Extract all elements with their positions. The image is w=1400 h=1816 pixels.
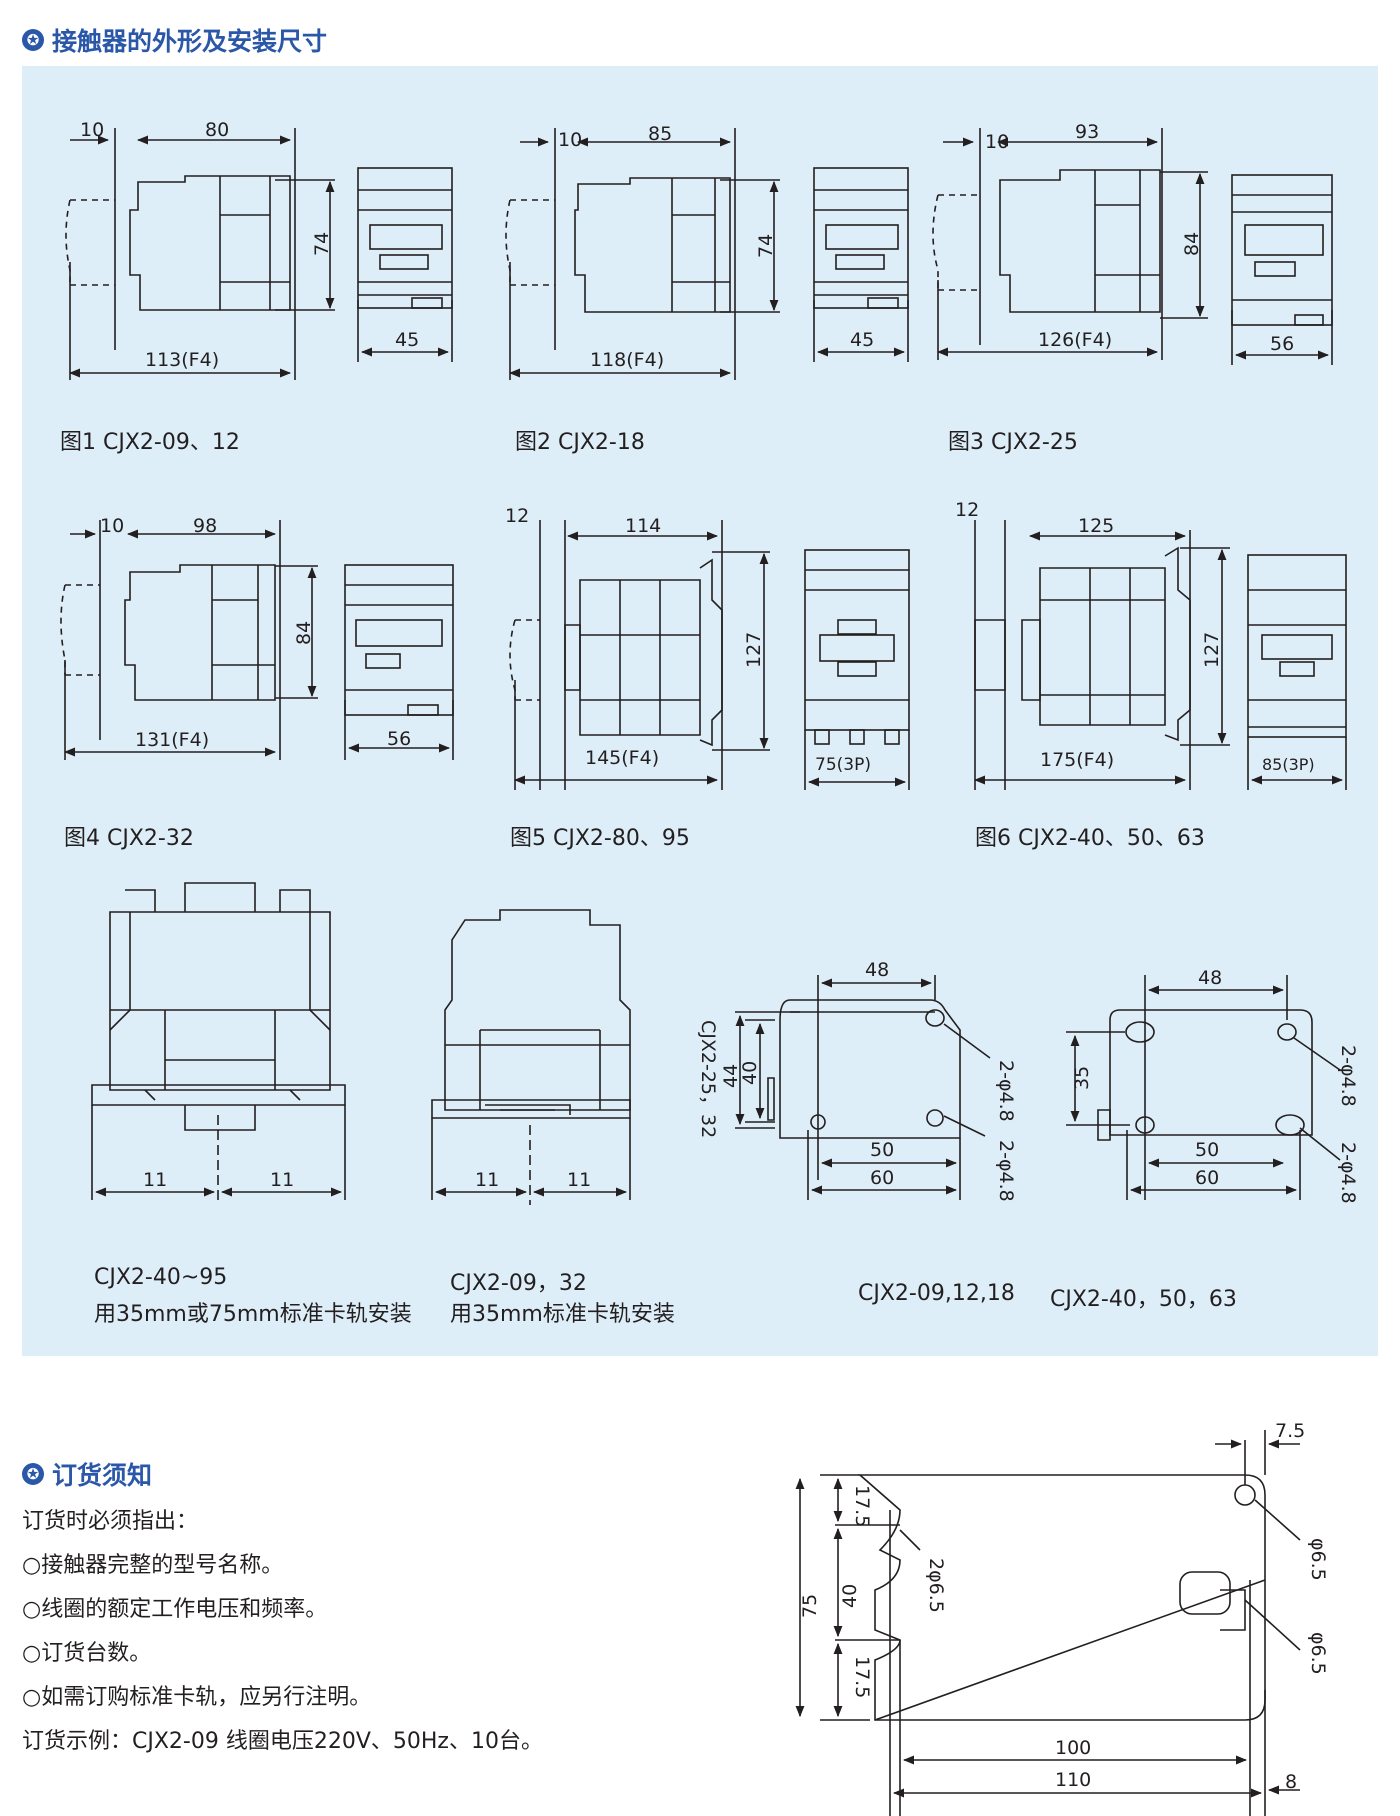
fig3-dim-56: 56 — [1270, 333, 1294, 355]
bracket-dim-7-5: 7.5 — [1275, 1420, 1305, 1442]
bracket-phi-2: φ6.5 — [1307, 1632, 1329, 1675]
bracket-drawing — [795, 1430, 1301, 1816]
rail2-dim-11b: 11 — [567, 1169, 591, 1191]
fig1-dim-113: 113(F4) — [145, 349, 219, 371]
fig6-dim-175: 175(F4) — [1040, 749, 1114, 771]
fig1-dim-10: 10 — [80, 119, 104, 141]
mount1-dim-44: 44 — [720, 1064, 742, 1088]
rail1-dim-11a: 11 — [143, 1169, 167, 1191]
rail1-caption-line1: CJX2-40~95 — [94, 1265, 228, 1290]
fig6-dim-85: 85(3P) — [1262, 755, 1315, 774]
mount1-drawing — [735, 975, 991, 1200]
fig6-dim-125: 125 — [1078, 515, 1114, 537]
fig5-dim-114: 114 — [625, 515, 661, 537]
rail1-dim-11b: 11 — [270, 1169, 294, 1191]
bracket-dim-2phi: 2φ6.5 — [925, 1558, 947, 1613]
mount1-side-label: CJX2-25，32 — [697, 1020, 719, 1138]
rail2-caption-line2: 用35mm标准卡轨安装 — [450, 1302, 675, 1327]
order-line: ○如需订购标准卡轨，应另行注明。 — [22, 1685, 372, 1710]
order-line: ○接触器完整的型号名称。 — [22, 1553, 284, 1578]
rail1-drawing — [91, 882, 346, 1205]
mount2-caption: CJX2-40，50，63 — [1050, 1287, 1237, 1312]
bracket-dim-8: 8 — [1285, 1771, 1297, 1793]
bracket-dim-110: 110 — [1055, 1769, 1091, 1791]
fig5-dim-12: 12 — [505, 505, 529, 527]
section-title-dimensions: ✪ 接触器的外形及安装尺寸 — [22, 22, 327, 58]
fig2-dim-45: 45 — [850, 329, 874, 351]
star-icon: ✪ — [22, 1463, 44, 1485]
section-title-text: 订货须知 — [52, 1461, 153, 1490]
fig5-dim-127: 127 — [743, 632, 765, 668]
fig3-caption: 图3 CJX2-25 — [948, 430, 1078, 455]
mount1-hole-1: 2-φ4.8 — [995, 1060, 1017, 1122]
fig2-dim-74: 74 — [755, 234, 777, 258]
fig4-dim-56: 56 — [387, 728, 411, 750]
mount1-caption: CJX2-09,12,18 — [858, 1281, 1015, 1306]
fig1-caption: 图1 CJX2-09、12 — [60, 430, 240, 455]
fig6-dim-12: 12 — [955, 499, 979, 521]
rail2-drawing — [431, 909, 631, 1205]
rail1-caption-line2: 用35mm或75mm标准卡轨安装 — [94, 1302, 412, 1327]
fig5-drawing — [509, 520, 910, 790]
fig2-drawing — [505, 128, 909, 380]
star-icon: ✪ — [22, 29, 44, 51]
mount2-drawing — [1066, 975, 1341, 1200]
fig4-dim-98: 98 — [193, 515, 217, 537]
mount1-dim-50: 50 — [870, 1139, 894, 1161]
fig2-caption: 图2 CJX2-18 — [515, 430, 645, 455]
bracket-phi-1: φ6.5 — [1307, 1538, 1329, 1581]
fig3-dim-93: 93 — [1075, 121, 1099, 143]
order-notes: 订货时必须指出： ○接触器完整的型号名称。 ○线圈的额定工作电压和频率。 ○订货… — [22, 1508, 722, 1772]
order-line: ○订货台数。 — [22, 1641, 152, 1666]
fig4-dim-131: 131(F4) — [135, 729, 209, 751]
mount1-dim-40: 40 — [739, 1061, 761, 1085]
rail2-dim-11a: 11 — [475, 1169, 499, 1191]
fig5-caption: 图5 CJX2-80、95 — [510, 826, 690, 851]
fig2-dim-85: 85 — [648, 123, 672, 145]
mount2-dim-50: 50 — [1195, 1139, 1219, 1161]
rail2-caption-line1: CJX2-09，32 — [450, 1271, 587, 1296]
fig4-caption: 图4 CJX2-32 — [64, 826, 194, 851]
order-line: ○线圈的额定工作电压和频率。 — [22, 1597, 328, 1622]
fig1-dim-80: 80 — [205, 119, 229, 141]
mount1-hole-2: 2-φ4.8 — [995, 1140, 1017, 1202]
mount1-dim-60: 60 — [870, 1167, 894, 1189]
mount2-dim-60: 60 — [1195, 1167, 1219, 1189]
fig5-dim-75: 75(3P) — [815, 755, 871, 775]
fig6-caption: 图6 CJX2-40、50、63 — [975, 826, 1205, 851]
fig4-dim-84: 84 — [293, 621, 315, 645]
bracket-dim-40: 40 — [839, 1584, 861, 1608]
bracket-dim-17-5a: 17.5 — [851, 1485, 873, 1527]
fig3-dim-126: 126(F4) — [1038, 329, 1112, 351]
fig3-dim-10: 10 — [985, 131, 1009, 153]
mount2-dim-35: 35 — [1071, 1066, 1093, 1090]
mount2-dim-48: 48 — [1198, 967, 1222, 989]
fig2-dim-118: 118(F4) — [590, 349, 664, 371]
fig6-dim-127: 127 — [1201, 632, 1223, 668]
fig3-dim-84: 84 — [1181, 232, 1203, 256]
bracket-dim-100: 100 — [1055, 1737, 1091, 1759]
order-line: 订货时必须指出： — [22, 1509, 199, 1534]
section-title-ordering: ✪ 订货须知 — [22, 1456, 152, 1492]
fig3-drawing — [932, 128, 1333, 365]
mount1-dim-48: 48 — [865, 959, 889, 981]
fig1-drawing — [65, 128, 453, 380]
fig1-dim-74: 74 — [311, 232, 333, 256]
section-title-text: 接触器的外形及安装尺寸 — [52, 27, 328, 56]
fig4-dim-10: 10 — [100, 515, 124, 537]
fig6-drawing — [973, 520, 1347, 790]
bracket-dim-75: 75 — [799, 1594, 821, 1618]
bracket-dim-17-5b: 17.5 — [851, 1656, 873, 1698]
fig1-dim-45: 45 — [395, 329, 419, 351]
fig2-dim-10: 10 — [558, 129, 582, 151]
order-line: 订货示例：CJX2-09 线圈电压220V、50Hz、10台。 — [22, 1729, 543, 1754]
fig5-dim-145: 145(F4) — [585, 747, 659, 769]
fig4-drawing — [60, 520, 454, 760]
mount2-hole-1: 2-φ4.8 — [1337, 1045, 1359, 1107]
mount2-hole-2: 2-φ4.8 — [1337, 1142, 1359, 1204]
